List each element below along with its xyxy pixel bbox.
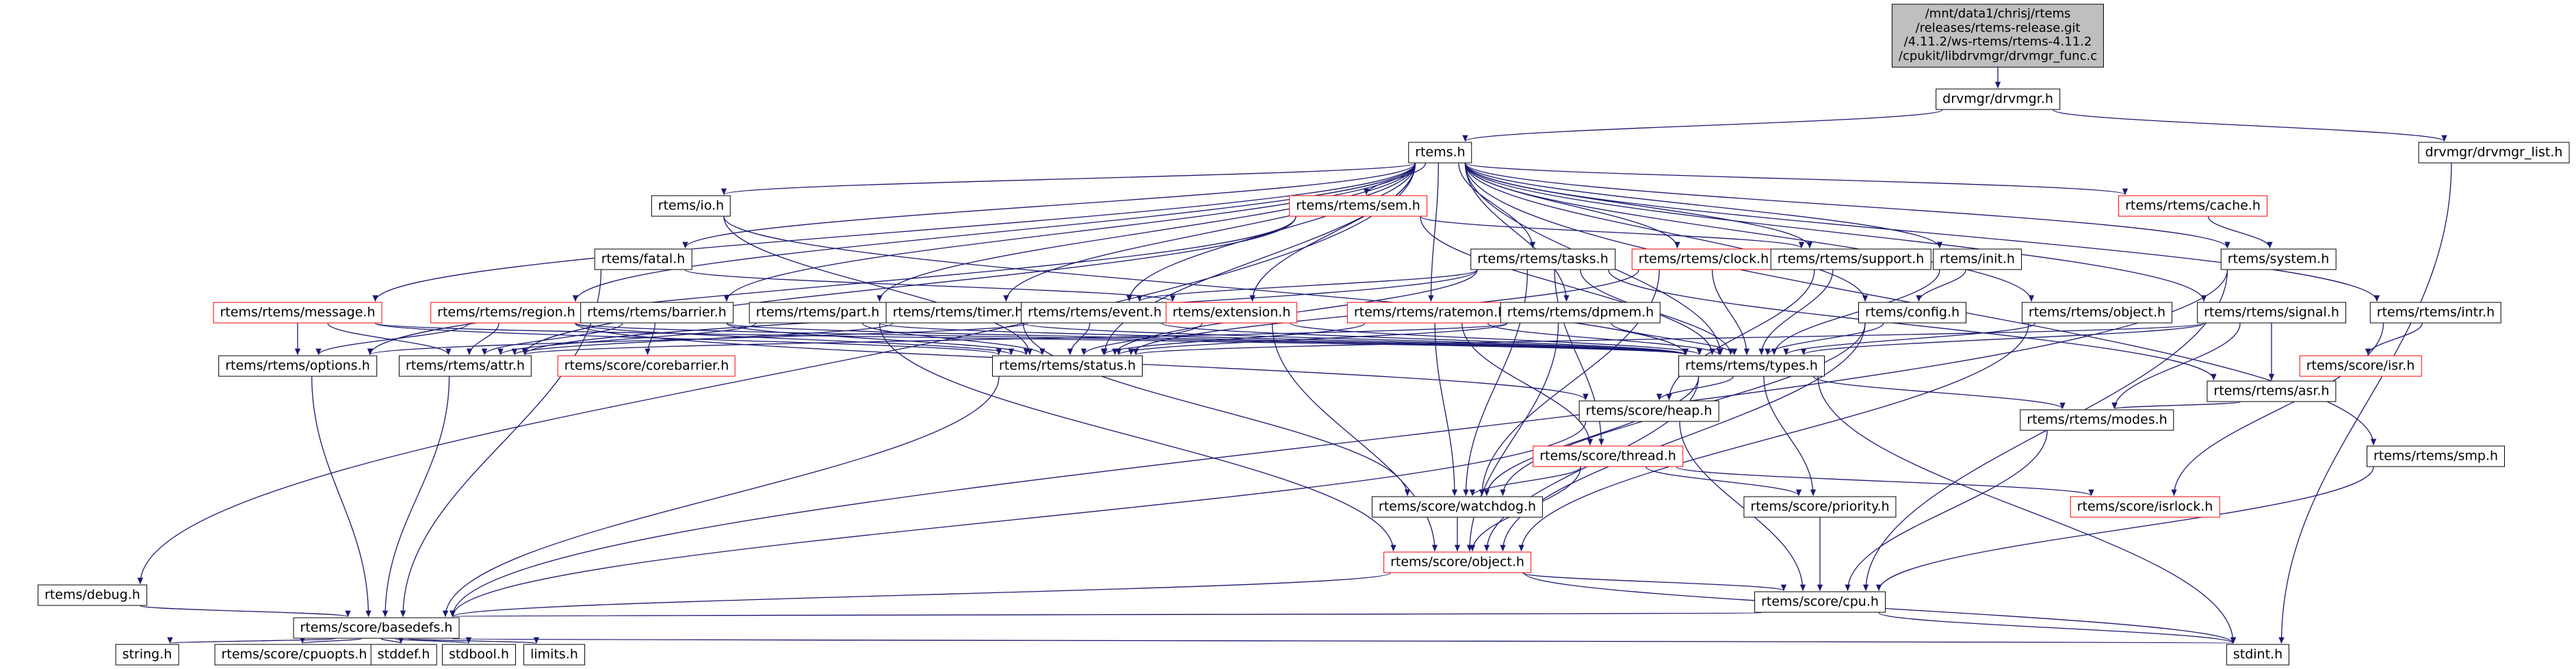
graph-node-event-h[interactable]: rtems/rtems/event.h bbox=[1021, 302, 1169, 324]
graph-node-ratemon-h[interactable]: rtems/rtems/ratemon.h bbox=[1346, 302, 1513, 324]
graph-node-part-h[interactable]: rtems/rtems/part.h bbox=[749, 302, 887, 324]
graph-node-fatal-h[interactable]: rtems/fatal.h bbox=[594, 248, 692, 270]
graph-node-watchdog-h[interactable]: rtems/score/watchdog.h bbox=[1371, 496, 1544, 518]
graph-node-cache-h[interactable]: rtems/rtems/cache.h bbox=[2118, 195, 2267, 217]
graph-node-extension-h[interactable]: rtems/extension.h bbox=[1165, 302, 1298, 324]
graph-node-isr-h[interactable]: rtems/score/isr.h bbox=[2299, 355, 2422, 377]
graph-node-tasks-h[interactable]: rtems/rtems/tasks.h bbox=[1470, 248, 1615, 270]
graph-node-cpu-h[interactable]: rtems/score/cpu.h bbox=[1754, 591, 1886, 613]
graph-node-sem-h[interactable]: rtems/rtems/sem.h bbox=[1289, 195, 1427, 217]
graph-node-region-h[interactable]: rtems/rtems/region.h bbox=[430, 302, 582, 324]
graph-node-io-h[interactable]: rtems/io.h bbox=[651, 195, 731, 217]
graph-node-cpuopts-h[interactable]: rtems/score/cpuopts.h bbox=[214, 644, 374, 666]
graph-node-drvmgr-h[interactable]: drvmgr/drvmgr.h bbox=[1936, 88, 2060, 110]
graph-node-stddef-h[interactable]: stddef.h bbox=[370, 644, 437, 666]
graph-node-isrlock-h[interactable]: rtems/score/isrlock.h bbox=[2070, 496, 2220, 518]
graph-node-debug-h[interactable]: rtems/debug.h bbox=[38, 584, 147, 606]
graph-node-smp-h[interactable]: rtems/rtems/smp.h bbox=[2366, 445, 2506, 467]
graph-node-basedefs-h[interactable]: rtems/score/basedefs.h bbox=[293, 617, 460, 639]
graph-node-message-h[interactable]: rtems/rtems/message.h bbox=[213, 302, 382, 324]
graph-node-sobject-h[interactable]: rtems/score/object.h bbox=[1383, 551, 1531, 573]
graph-node-types-h[interactable]: rtems/rtems/types.h bbox=[1678, 355, 1825, 377]
graph-node-corebarrier-h[interactable]: rtems/score/corebarrier.h bbox=[557, 355, 736, 377]
graph-node-priority-h[interactable]: rtems/score/priority.h bbox=[1743, 496, 1897, 518]
graph-node-thread-h[interactable]: rtems/score/thread.h bbox=[1533, 445, 1683, 467]
graph-node-barrier-h[interactable]: rtems/rtems/barrier.h bbox=[580, 302, 733, 324]
graph-node-options-h[interactable]: rtems/rtems/options.h bbox=[218, 355, 377, 377]
graph-node-system-h[interactable]: rtems/system.h bbox=[2220, 248, 2337, 270]
graph-node-config-h[interactable]: rtems/config.h bbox=[1858, 302, 1966, 324]
graph-node-support-h[interactable]: rtems/rtems/support.h bbox=[1770, 248, 1931, 270]
graph-node-init-h[interactable]: rtems/init.h bbox=[1933, 248, 2022, 270]
graph-node-string-h[interactable]: string.h bbox=[115, 644, 179, 666]
graph-node-src: /mnt/data1/chrisj/rtems /releases/rtems-… bbox=[1891, 3, 2105, 68]
graph-node-clock-h[interactable]: rtems/rtems/clock.h bbox=[1631, 248, 1776, 270]
graph-node-modes-h[interactable]: rtems/rtems/modes.h bbox=[2020, 409, 2174, 431]
graph-node-intr-h[interactable]: rtems/rtems/intr.h bbox=[2369, 302, 2502, 324]
graph-node-rtems-h[interactable]: rtems.h bbox=[1408, 142, 1472, 163]
graph-node-heap-h[interactable]: rtems/score/heap.h bbox=[1578, 400, 1719, 422]
graph-node-robject-h[interactable]: rtems/rtems/object.h bbox=[2021, 302, 2173, 324]
graph-node-timer-h[interactable]: rtems/rtems/timer.h bbox=[885, 302, 1030, 324]
graph-node-signal-h[interactable]: rtems/rtems/signal.h bbox=[2197, 302, 2346, 324]
graph-node-limits-h[interactable]: limits.h bbox=[523, 644, 585, 666]
graph-node-asr-h[interactable]: rtems/rtems/asr.h bbox=[2207, 380, 2337, 402]
graph-node-status-h[interactable]: rtems/rtems/status.h bbox=[992, 355, 1143, 377]
graph-node-attr-h[interactable]: rtems/rtems/attr.h bbox=[398, 355, 532, 377]
graph-node-drvmgr-list-h[interactable]: drvmgr/drvmgr_list.h bbox=[2418, 142, 2570, 163]
graph-node-stdint-h[interactable]: stdint.h bbox=[2226, 644, 2290, 666]
graph-node-dpmem-h[interactable]: rtems/rtems/dpmem.h bbox=[1500, 302, 1661, 324]
graph-node-stdbool-h[interactable]: stdbool.h bbox=[441, 644, 517, 666]
